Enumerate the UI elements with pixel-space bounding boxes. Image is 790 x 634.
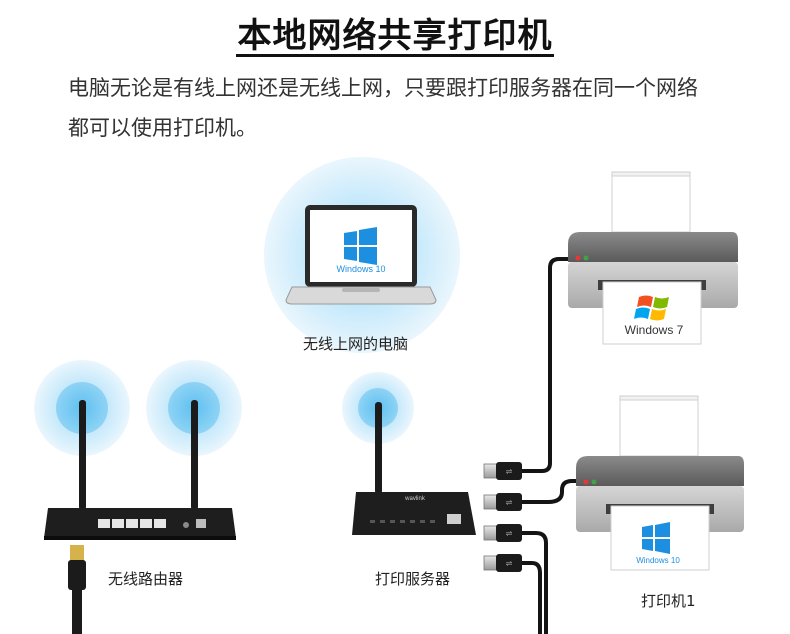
printer-top-red-light [575,255,581,261]
print-server-brand: wavlink [404,496,426,502]
print-server-usb-port [447,514,461,524]
laptop-trackpad-notch [342,288,380,292]
laptop-label: 无线上网的电脑 [303,335,409,353]
router-base [44,536,236,540]
laptop-base [285,286,437,305]
windows-10-logo-icon [642,522,670,554]
page-title: 本地网络共享打印机 [237,16,553,56]
description-line-1: 电脑无论是有线上网还是无线上网，只要跟打印服务器在同一个网络 [68,76,698,100]
printer-top-paper-tray [611,171,691,177]
usb-symbol-icon: ⇌ [506,529,513,538]
usb-plug-3: ⇌ [483,524,522,542]
printer-bottom-label: 打印机1 [641,592,696,610]
print-server: wavlink [342,372,476,535]
windows-7-logo-icon [634,295,669,321]
print-server-antenna [375,402,382,494]
printer-top-os-text: Windows 7 [625,323,684,337]
printer-bottom-green-light [591,479,597,485]
usb-symbol-icon: ⇌ [506,467,513,476]
print-server-indicator-lights [370,520,435,523]
description-line-2: 都可以使用打印机。 [68,116,257,140]
printer-bottom-os-text: Windows 10 [636,556,680,565]
usb-plugs: ⇌ ⇌ ⇌ ⇌ [483,462,522,572]
printer-bottom-paper-tray [619,395,699,401]
usb-cable-top-printer [520,257,582,473]
usb-symbol-icon: ⇌ [506,498,513,507]
printer-bottom-paper-in [619,399,699,457]
printer-bottom: Windows 10 [576,395,744,571]
router-antenna-left [79,400,86,510]
windows-logo-icon [344,227,377,265]
router-ethernet-ports [98,519,166,528]
title-underline [236,54,554,57]
printer-bottom-paper-out [610,505,710,571]
ethernet-cable [68,545,86,634]
usb-cable-bottom-printer [520,479,592,504]
printer-bottom-red-light [583,479,589,485]
router-reset-button [183,522,189,528]
router-antenna-right [191,400,198,510]
printer-top-cover [568,232,738,262]
print-server-body [352,492,476,535]
laptop: Windows 10 [264,157,460,353]
wireless-router [34,360,242,634]
laptop-screen [310,210,412,282]
usb-cables [520,257,592,634]
printer-top: Windows 7 [568,171,738,345]
usb-symbol-icon: ⇌ [506,559,513,568]
laptop-os-text: Windows 10 [336,264,385,274]
usb-plug-2: ⇌ [483,493,522,511]
description: 电脑无论是有线上网还是无线上网，只要跟打印服务器在同一个网络 都可以使用打印机。 [68,68,768,148]
usb-plug-1: ⇌ [483,462,522,480]
print-server-label: 打印服务器 [375,570,451,588]
printer-top-paper-in [611,175,691,233]
usb-cable-3 [520,531,548,634]
printer-top-green-light [583,255,589,261]
router-power-port [196,519,206,528]
usb-plug-4: ⇌ [483,554,522,572]
printer-bottom-cover [576,456,744,486]
usb-cable-4 [520,561,542,634]
router-label: 无线路由器 [108,570,184,588]
